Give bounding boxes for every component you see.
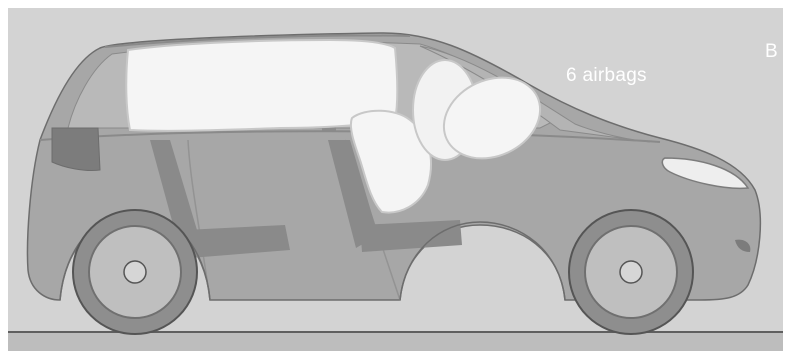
airbag-count-label: 6 airbags: [566, 65, 647, 87]
panel-letter: B: [765, 41, 778, 63]
front-wheel: [569, 210, 693, 334]
rear-wheel: [73, 210, 197, 334]
front-seat-cushion: [360, 220, 462, 252]
ground-strip: [8, 332, 783, 351]
diagram-panel: 6 airbags B: [8, 8, 783, 351]
rear-hub: [124, 261, 146, 283]
front-hub: [620, 261, 642, 283]
tail-light: [52, 128, 100, 171]
car-airbag-diagram: [8, 8, 783, 351]
